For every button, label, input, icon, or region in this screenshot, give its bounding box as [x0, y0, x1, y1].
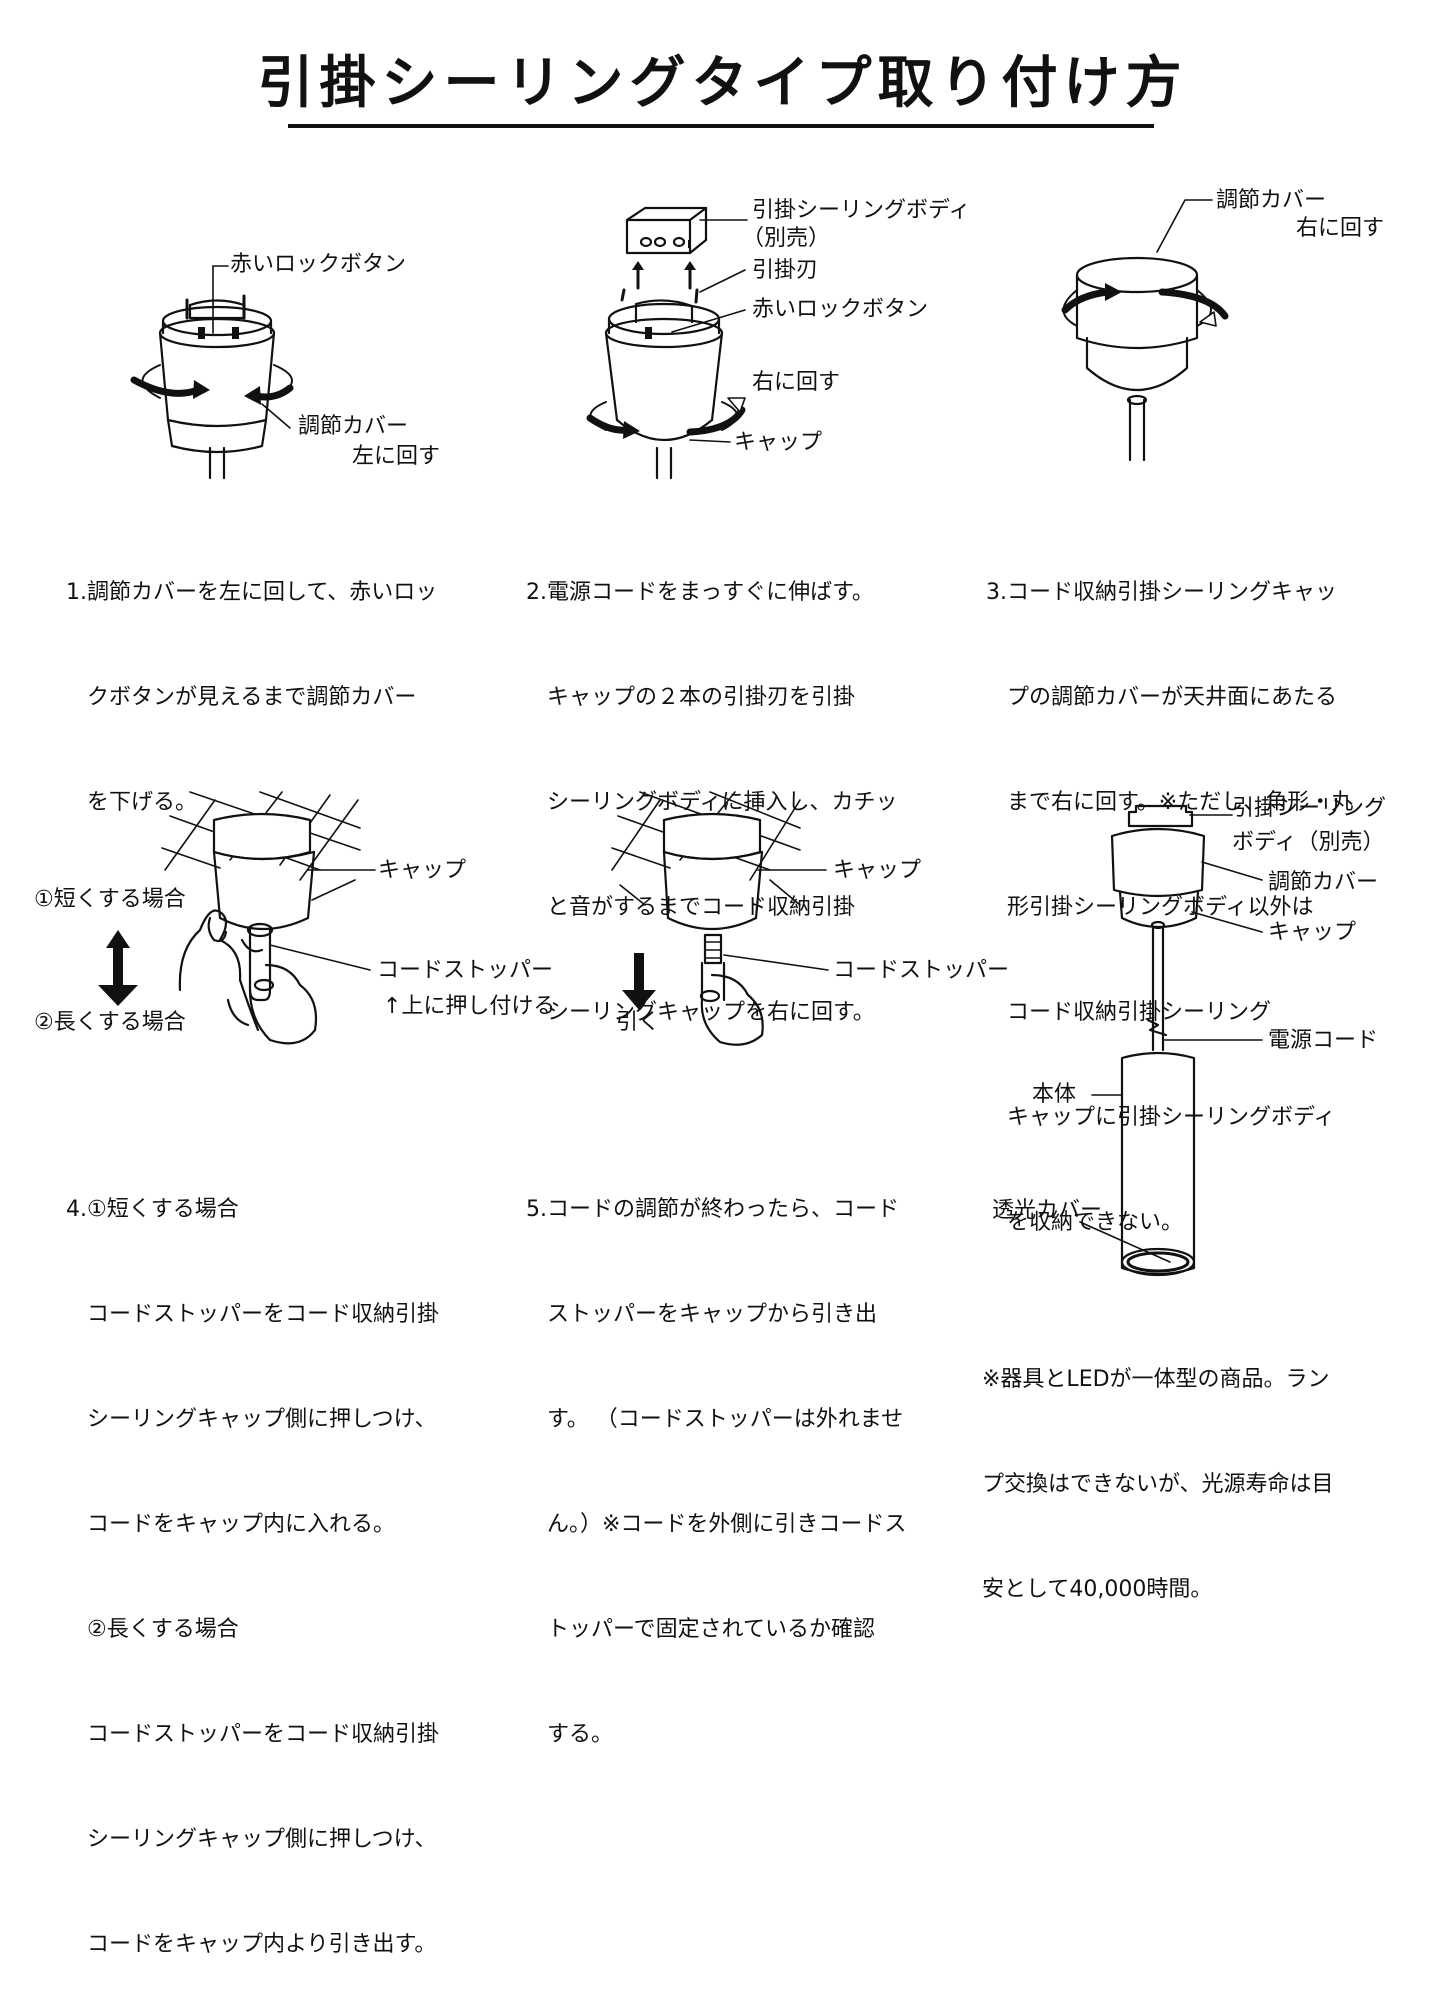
step2-line: と音がするまでコード収納引掛 [526, 895, 855, 920]
part-cover-label: 調節カバー [1268, 870, 1379, 895]
product-figure [1079, 804, 1263, 1277]
step1-line: 1.調節カバーを左に回して、赤いロッ [66, 580, 438, 605]
step4-line: シーリングキャップ側に押しつけ、 [66, 1827, 437, 1852]
step4-line: コードストッパーをコード収納引掛 [66, 1722, 439, 1747]
s2-body-sold-label: （別売） [742, 226, 831, 251]
part-body-sold-label: ボディ（別売） [1232, 830, 1385, 855]
step2-line: 2.電源コードをまっすぐに伸ばす。 [526, 580, 874, 605]
s2-cap-label: キャップ [734, 430, 823, 455]
step2-line: シーリングキャップを右に回す。 [526, 1000, 875, 1025]
step4-line: コードをキャップ内より引き出す。 [66, 1932, 437, 1957]
s2-body-label: 引掛シーリングボディ [752, 198, 971, 223]
s5-pull-label: 引く [616, 1010, 661, 1035]
s1-cover-label: 調節カバー [298, 414, 409, 439]
step3-line: まで右に回す。※ただし、角形・丸 [986, 790, 1354, 815]
s2-lock-label: 赤いロックボタン [752, 297, 929, 322]
s1-lock-label: 赤いロックボタン [230, 252, 407, 277]
illustrations [98, 199, 1263, 1277]
note-line: 安として40,000時間。 [982, 1577, 1213, 1602]
step1-figure [130, 265, 294, 480]
step4-figure [98, 791, 376, 1045]
step5-line: トッパーで固定されているか確認 [526, 1617, 876, 1642]
step4-text: 4.①短くする場合 コードストッパーをコード収納引掛 シーリングキャップ側に押し… [66, 1122, 439, 1997]
step3-line: 形引掛シーリングボディ以外は [986, 895, 1314, 920]
step3-figure [1061, 199, 1229, 462]
s1-turn-label: 左に回す [352, 444, 441, 469]
s5-stopper-label: コードストッパー [833, 958, 1010, 983]
note-line: ※器具とLEDが一体型の商品。ラン [982, 1367, 1330, 1392]
step1-line: を下げる。 [66, 790, 197, 815]
step4-line: コードストッパーをコード収納引掛 [66, 1302, 439, 1327]
step3-line: コード収納引掛シーリング [986, 1000, 1271, 1025]
step4-line: コードをキャップ内に入れる。 [66, 1512, 395, 1537]
s5-cap-label: キャップ [833, 858, 922, 883]
step2-line: シーリングボディに挿入し、カチッ [526, 790, 898, 815]
part-lens-label: 透光カバー [992, 1198, 1103, 1223]
part-body-label: 引掛シーリング [1232, 796, 1387, 821]
page-title: 引掛シーリングタイプ取り付け方 [257, 51, 1188, 116]
step5-line: ん。）※コードを外側に引きコードス [526, 1512, 907, 1537]
s4-short-label: ①短くする場合 [34, 887, 186, 912]
step3-line: キャップに引掛シーリングボディ [986, 1105, 1336, 1130]
s2-blade-label: 引掛刃 [752, 258, 819, 283]
step5-line: 5.コードの調節が終わったら、コード [526, 1197, 899, 1222]
step5-line: する。 [526, 1722, 613, 1747]
part-main-label: 本体 [1032, 1082, 1077, 1107]
s3-turn-label: 右に回す [1296, 216, 1385, 241]
step3-line: を収納できない。 [986, 1210, 1183, 1235]
title-underline [288, 124, 1154, 128]
step2-figure [586, 206, 748, 480]
step4-line: ②長くする場合 [66, 1617, 239, 1642]
part-cord-label: 電源コード [1268, 1028, 1379, 1053]
note-line: プ交換はできないが、光源寿命は目 [982, 1472, 1334, 1497]
step2-line: キャップの２本の引掛刃を引掛 [526, 685, 855, 710]
step3-line: プの調節カバーが天井面にあたる [986, 685, 1337, 710]
s4-long-label: ②長くする場合 [34, 1010, 186, 1035]
step1-line: クボタンが見えるまで調節カバー [66, 685, 417, 710]
product-note: ※器具とLEDが一体型の商品。ラン プ交換はできないが、光源寿命は目 安として4… [982, 1292, 1334, 1642]
step3-line: 3.コード収納引掛シーリングキャッ [986, 580, 1337, 605]
s3-cover-label: 調節カバー [1216, 188, 1327, 213]
s4-push-label: ↑上に押し付ける [383, 994, 556, 1019]
step4-line: 4.①短くする場合 [66, 1197, 239, 1222]
s4-stopper-label: コードストッパー [377, 958, 554, 983]
s2-turn-label: 右に回す [752, 370, 841, 395]
step1-text: 1.調節カバーを左に回して、赤いロッ クボタンが見えるまで調節カバー を下げる。 [66, 505, 437, 855]
step5-line: す。 （コードストッパーは外れませ [526, 1407, 904, 1432]
step5-line: ストッパーをキャップから引き出 [526, 1302, 877, 1327]
part-cap-label: キャップ [1268, 920, 1357, 945]
step2-text: 2.電源コードをまっすぐに伸ばす。 キャップの２本の引掛刃を引掛 シーリングボデ… [526, 505, 897, 1065]
step3-text: 3.コード収納引掛シーリングキャッ プの調節カバーが天井面にあたる まで右に回す… [986, 505, 1353, 1275]
step5-figure [611, 791, 829, 1046]
step5-text: 5.コードの調節が終わったら、コード ストッパーをキャップから引き出 す。 （コ… [526, 1122, 906, 1787]
s4-cap-label: キャップ [378, 858, 467, 883]
step4-line: シーリングキャップ側に押しつけ、 [66, 1407, 437, 1432]
